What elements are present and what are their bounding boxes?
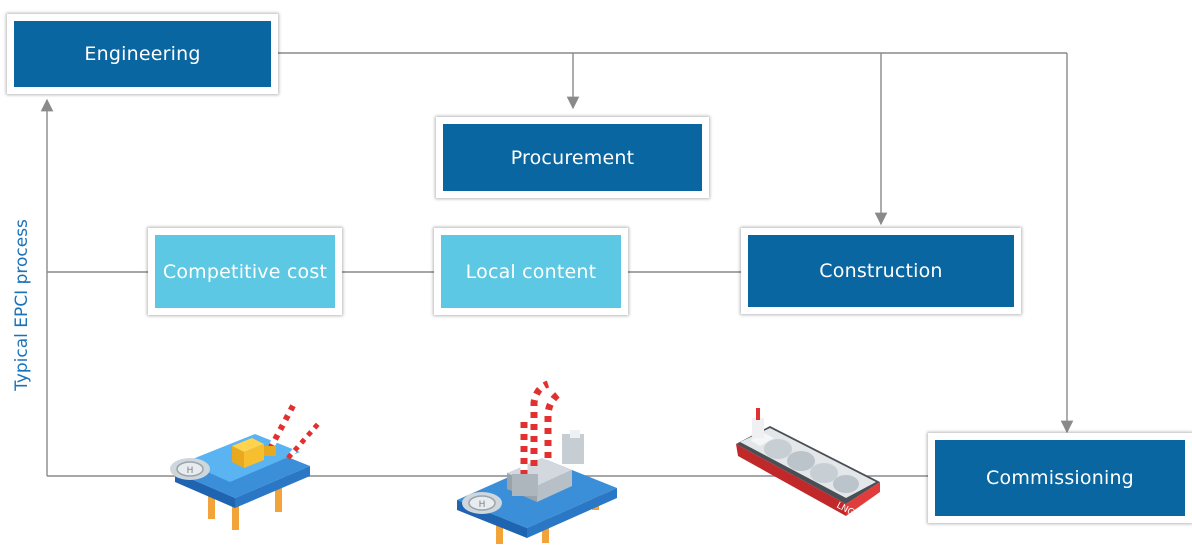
- commissioning-box: Commissioning: [928, 433, 1192, 523]
- construction-label: Construction: [819, 260, 943, 282]
- construction-box: Construction: [741, 228, 1021, 314]
- lng-carrier-ship-icon: LNG: [736, 408, 880, 518]
- procurement-box: Procurement: [436, 117, 709, 198]
- process-side-label: Typical EPCI process: [12, 219, 32, 391]
- local-content-box: Local content: [434, 228, 628, 315]
- engineering-box: Engineering: [7, 14, 278, 94]
- competitive-cost-label: Competitive cost: [162, 260, 328, 283]
- svg-text:H: H: [187, 466, 194, 476]
- offshore-production-platform-icon: H: [457, 380, 617, 544]
- offshore-platform-crane-icon: H: [170, 400, 320, 530]
- procurement-label: Procurement: [510, 146, 635, 169]
- local-content-label: Local content: [465, 260, 597, 283]
- competitive-cost-box: Competitive cost: [148, 228, 342, 315]
- engineering-label: Engineering: [84, 43, 201, 65]
- commissioning-label: Commissioning: [986, 467, 1134, 489]
- svg-text:H: H: [479, 500, 486, 510]
